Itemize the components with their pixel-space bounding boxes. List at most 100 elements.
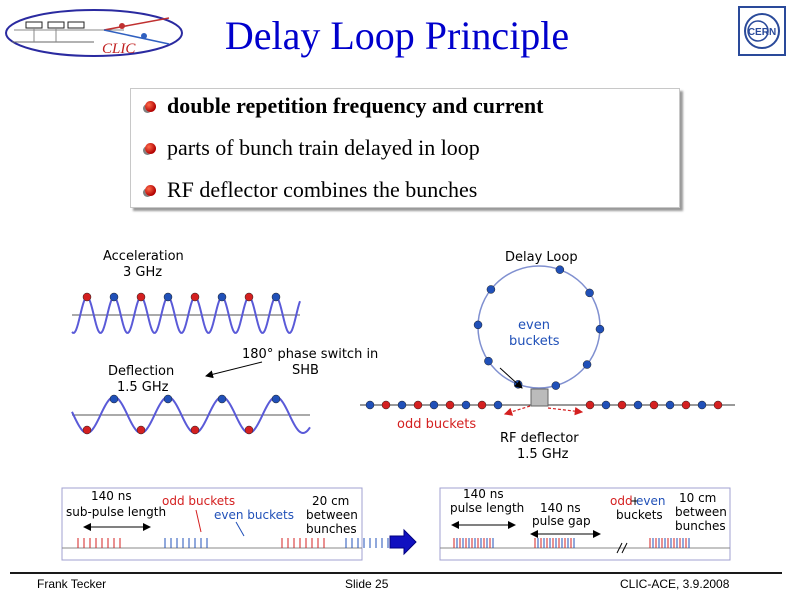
odd-path-arrow [503,405,531,416]
left-timeline: 140 ns sub-pulse length odd buckets even… [61,487,389,561]
bullet-text: double repetition frequency and current [167,93,544,118]
left-odd-label: odd buckets [162,494,235,508]
left-spacing-label-2: bunches [306,522,357,536]
acceleration-bunches [82,292,281,302]
right-spacing-value: 10 cm [679,491,716,505]
even-bunch [397,400,407,410]
even-bunch [271,394,281,404]
rf-deflector-label: RF deflector [500,431,579,446]
transform-arrow-icon [389,528,417,556]
right-timeline: 140 ns pulse length 140 ns pulse gap odd… [439,487,731,561]
left-bunch-ticks [77,538,389,548]
odd-bunch [617,400,627,410]
odd-bunch [445,400,455,410]
bullet-text: parts of bunch train delayed in loop [167,135,480,160]
left-pulse-length-label: sub-pulse length [66,505,166,519]
footer-author: Frank Tecker [37,577,107,591]
even-bunch [582,360,592,369]
left-even-label: even buckets [214,508,294,522]
even-bunch [585,288,594,298]
loop-entry-arrow [499,367,523,389]
left-spacing-value: 20 cm [312,494,349,508]
deflection-frequency: 1.5 GHz [117,380,169,395]
rf-deflector-frequency: 1.5 GHz [517,447,569,462]
bullet-icon [145,143,156,154]
footer-rule [10,572,782,574]
acceleration-section: Acceleration 3 GHz [71,249,301,334]
even-bunch [473,320,483,330]
right-even-label: even [636,494,665,508]
odd-bunch [190,425,200,435]
even-bunch [633,400,643,410]
odd-bunch [244,292,254,302]
odd-bunch [713,400,723,410]
right-timeline-frame [439,487,731,561]
right-pulse-length-value: 140 ns [463,487,504,501]
right-gap-value: 140 ns [540,501,581,515]
axis-break-mark [621,542,628,554]
rf-deflector-box [530,388,549,407]
bullet-box: double repetition frequency and current … [130,88,680,208]
right-bunch-ticks [453,538,690,548]
odd-bunch [82,292,92,302]
clic-logo: CLIC [5,9,183,57]
bullet-icon [145,101,156,112]
odd-bunch [477,400,487,410]
acceleration-label: Acceleration [103,249,184,264]
even-bunch [493,400,503,410]
odd-bunch [681,400,691,410]
even-bunch [555,265,565,274]
even-bunch [697,400,707,410]
even-bunch [461,400,471,410]
odd-bunch [190,292,200,302]
beamline-bunches [365,400,723,410]
deflection-bunches [82,394,281,435]
deflection-label: Deflection [108,364,174,379]
right-odd-label: odd [610,494,633,508]
delay-loop-label: Delay Loop [505,250,578,265]
even-bunch [484,356,493,366]
even-bunch [595,324,605,334]
phase-switch-label: 180° phase switch in [242,347,378,362]
acceleration-wave [71,295,301,334]
delay-loop-section: Delay Loop even buckets odd buckets RF d… [360,250,735,462]
odd-bunch [381,400,391,410]
odd-bunch [649,400,659,410]
even-bunch [271,292,281,302]
even-bunch [163,292,173,302]
even-bunch [551,381,561,390]
deflection-section: Deflection 1.5 GHz 180° phase switch in … [71,347,378,435]
odd-bunch [136,425,146,435]
phase-switch-label-2: SHB [292,363,319,378]
left-even-pointer [235,521,245,537]
cern-logo: CERN [738,6,786,56]
right-buckets-label: buckets [616,508,663,522]
even-bunch [163,394,173,404]
odd-bunch [244,425,254,435]
odd-bunch [136,292,146,302]
footer-event: CLIC-ACE, 3.9.2008 [620,577,730,591]
even-buckets-label-2: buckets [509,334,560,349]
left-spacing-label: between [306,508,358,522]
even-bunch [429,400,439,410]
odd-bunch [585,400,595,410]
odd-bunch [82,425,92,435]
phase-switch-arrow [205,361,263,379]
even-bunch [109,394,119,404]
exit-arrow [547,406,584,416]
even-bunch [217,394,227,404]
bullet-icon [145,185,156,196]
axis-break-mark [616,542,623,554]
even-bunch [601,400,611,410]
right-gap-label: pulse gap [532,514,591,528]
right-spacing-label: between [675,505,727,519]
left-pulse-length-value: 140 ns [91,489,132,503]
right-plus-label: + [630,494,640,508]
acceleration-frequency: 3 GHz [123,265,162,280]
clic-logo-text: CLIC [102,41,136,57]
right-spacing-label-2: bunches [675,519,726,533]
even-buckets-label: even [518,318,550,333]
even-bunch [486,285,496,294]
cern-logo-text: CERN [748,27,776,38]
